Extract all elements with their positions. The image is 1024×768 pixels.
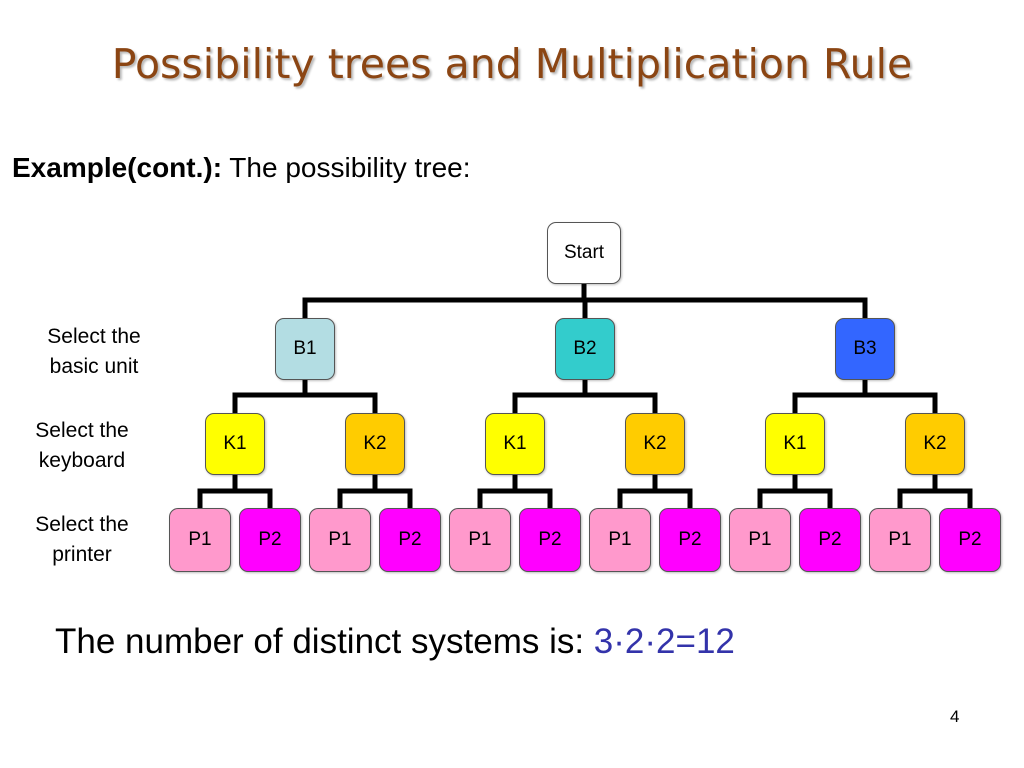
printer-node-b1-k2-p2: P2 [379,508,441,572]
example-text: The possibility tree: [222,152,471,183]
row-label-keyboard-line2: keyboard [38,449,126,472]
row-label-printer-line2: printer [52,543,112,566]
printer-node-b3-k1-p2: P2 [799,508,861,572]
keyboard-node-b2-k2: K2 [625,413,685,475]
printer-node-b3-k1-p1: P1 [729,508,791,572]
keyboard-node-b2-k1: K1 [485,413,545,475]
row-label-printer: Select the printer [8,510,156,570]
row-label-basic-unit: Select the basic unit [20,322,168,382]
slide-title: Possibility trees and Multiplication Rul… [111,40,913,88]
printer-node-b2-k2-p2: P2 [659,508,721,572]
printer-node-b3-k2-p2: P2 [939,508,1001,572]
summary-value: 3·2·2=12 [593,622,735,661]
row-label-keyboard-line1: Select the [35,419,129,442]
basic-unit-node-b3: B3 [835,318,895,380]
row-label-printer-line1: Select the [35,513,129,536]
printer-node-b1-k1-p2: P2 [239,508,301,572]
row-label-basic-unit-line1: Select the [47,325,141,348]
summary-label: The number of distinct systems is: [55,622,594,661]
keyboard-node-b1-k1: K1 [205,413,265,475]
row-label-basic-unit-line2: basic unit [49,355,139,378]
keyboard-node-b3-k2: K2 [905,413,965,475]
start-node: Start [547,222,621,284]
summary-text: The number of distinct systems is: 3·2·2… [55,622,735,662]
example-label: Example(cont.): [12,152,223,183]
basic-unit-node-b2: B2 [555,318,615,380]
printer-node-b2-k2-p1: P1 [589,508,651,572]
printer-node-b1-k1-p1: P1 [169,508,231,572]
printer-node-b2-k1-p1: P1 [449,508,511,572]
row-label-keyboard: Select the keyboard [8,416,156,476]
page-number: 4 [950,707,960,726]
keyboard-node-b1-k2: K2 [345,413,405,475]
keyboard-node-b3-k1: K1 [765,413,825,475]
basic-unit-node-b1: B1 [275,318,335,380]
printer-node-b2-k1-p2: P2 [519,508,581,572]
example-heading: Example(cont.): The possibility tree: [12,152,471,184]
printer-node-b3-k2-p1: P1 [869,508,931,572]
printer-node-b1-k2-p1: P1 [309,508,371,572]
